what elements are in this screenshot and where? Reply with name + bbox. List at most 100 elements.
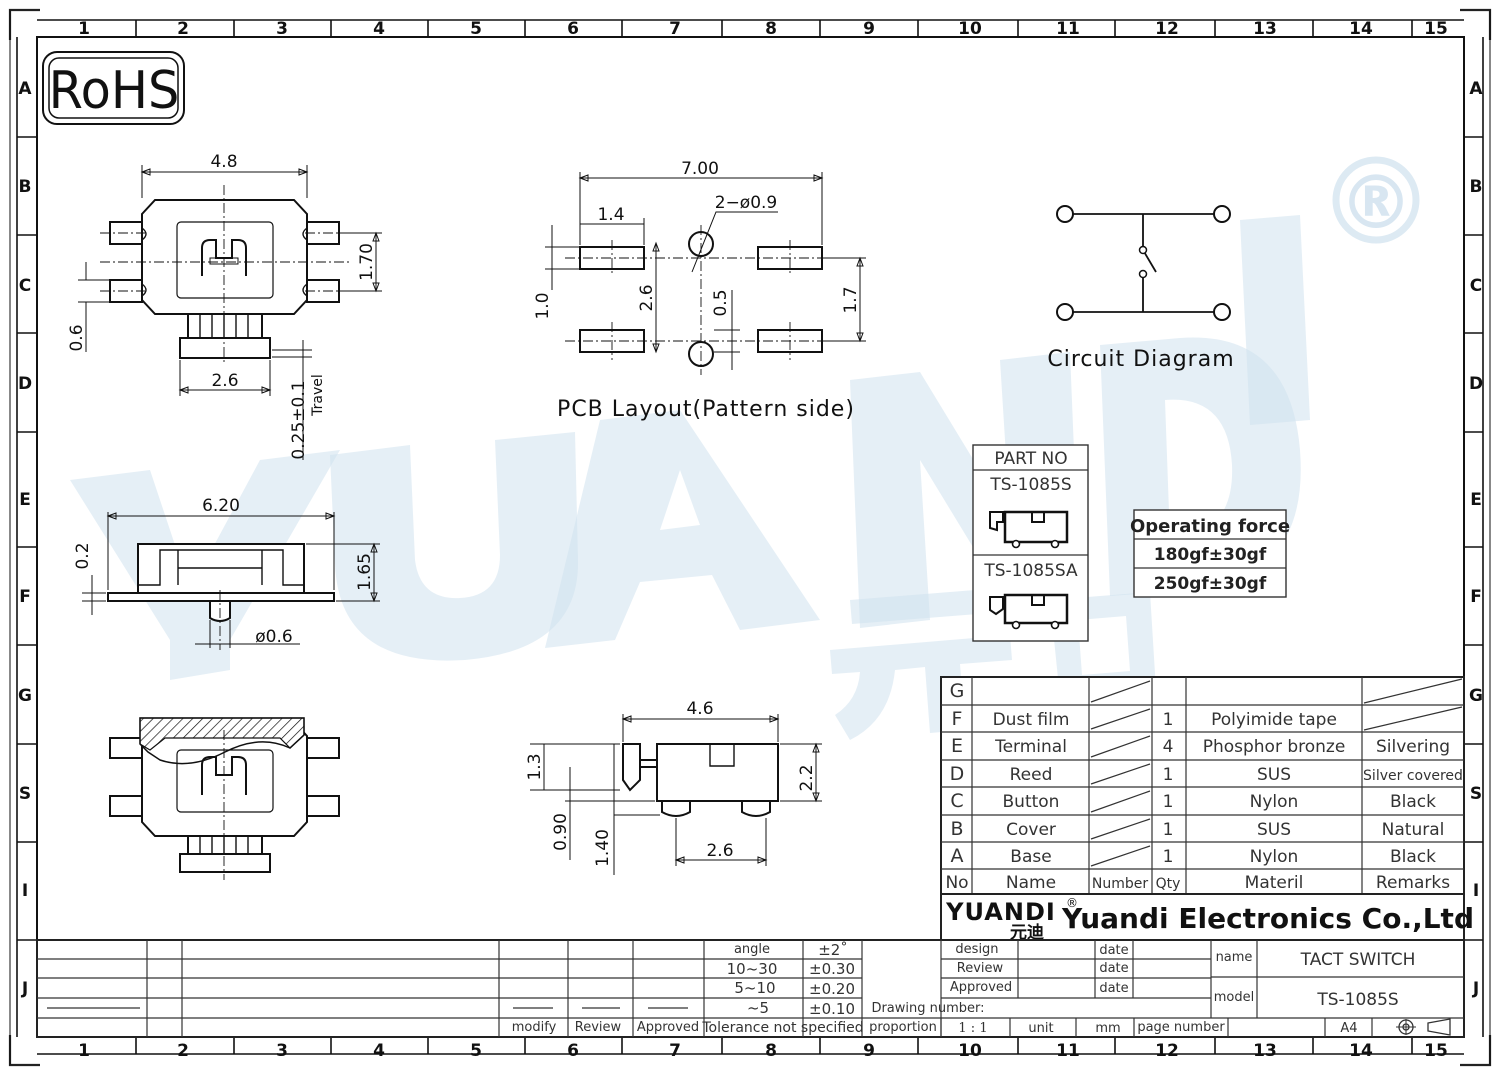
dim-end-width: 4.6 — [686, 699, 713, 719]
dim-side-peg: ø0.6 — [255, 627, 292, 647]
company-logo: YUANDI — [945, 898, 1056, 926]
dim-pcb-holes: 2−ø0.9 — [715, 193, 778, 213]
dim-pcb-hole-off: 0.5 — [711, 289, 731, 316]
bom-h-name: Name — [1006, 873, 1056, 893]
rohs-mark: RoHS — [42, 51, 185, 125]
dim-end-a: 0.90 — [551, 813, 571, 851]
dim-side-height: 1.65 — [355, 553, 375, 591]
title-block: angle ±2˚ 10~30 ±0.30 5~10 ±0.20 ~5 ±0.1… — [36, 939, 1465, 1038]
part-2-symbol — [989, 593, 1069, 630]
bom-no: D — [950, 763, 965, 785]
bom-remark: Silver covered — [1363, 768, 1463, 784]
grid-row-right-D: D — [1469, 374, 1483, 394]
dim-side-base: 0.2 — [73, 542, 93, 569]
dim-end-b: 1.40 — [593, 829, 613, 867]
grid-col-bottom-11: 11 — [1056, 1041, 1080, 1061]
force-value-1: 180gf±30gf — [1154, 545, 1267, 565]
grid-col-bottom-15: 15 — [1424, 1041, 1448, 1061]
tb-tol-1: ±0.30 — [809, 960, 855, 978]
bom-material: Nylon — [1250, 792, 1299, 812]
bom-no: E — [951, 735, 963, 757]
grid-col-bottom-4: 4 — [373, 1041, 385, 1061]
grid-row-left-E: E — [19, 490, 31, 510]
bom-no: F — [952, 708, 963, 730]
grid-col-top-15: 15 — [1424, 19, 1448, 39]
grid-col-top-4: 4 — [373, 19, 385, 39]
tb-unit: unit — [1028, 1021, 1053, 1036]
tb-range-3: ~5 — [747, 999, 769, 1017]
grid-row-left-A: A — [18, 79, 32, 99]
bom-material: SUS — [1257, 820, 1291, 840]
bom-h-number: Number — [1092, 876, 1148, 892]
bom-qty: 1 — [1163, 792, 1174, 812]
watermark-registered: ® — [1339, 160, 1413, 246]
bom-name: Terminal — [994, 737, 1067, 757]
company-name: Yuandi Electronics Co.,Ltd — [1061, 902, 1474, 935]
dim-side-width: 6.20 — [202, 496, 240, 516]
grid-col-bottom-13: 13 — [1253, 1041, 1277, 1061]
grid-col-top-9: 9 — [863, 19, 875, 39]
tb-tol-3: ±0.10 — [809, 1000, 855, 1018]
tb-size: A4 — [1340, 1021, 1357, 1036]
dim-end-h1: 1.3 — [525, 753, 545, 780]
grid-col-top-8: 8 — [765, 19, 777, 39]
force-header: Operating force — [1130, 516, 1290, 537]
bom-h-no: No — [945, 873, 968, 893]
grid-row-right-F: F — [1470, 587, 1482, 607]
grid-col-bottom-10: 10 — [958, 1041, 982, 1061]
dim-end-pitch: 2.6 — [706, 841, 733, 861]
bom-no: A — [951, 845, 964, 867]
side-view: 6.20 0.2 1.65 ø0.6 — [73, 496, 380, 650]
top-view: 4.8 1.70 0.6 2.6 0.25±0.1 Travel — [67, 152, 382, 460]
pcb-layout: 7.00 1.4 2−ø0.9 1.0 2.6 0.5 1.7 PCB Layo… — [533, 159, 866, 422]
bom-qty: 1 — [1163, 847, 1174, 867]
bom-name: Cover — [1006, 820, 1056, 840]
grid-col-bottom-12: 12 — [1155, 1041, 1179, 1061]
tb-name-label: name — [1216, 950, 1253, 965]
bom-material: Nylon — [1250, 847, 1299, 867]
bom-h-remarks: Remarks — [1376, 873, 1450, 893]
projection-symbol-icon — [1396, 1018, 1451, 1036]
operating-force-box: Operating force 180gf±30gf 250gf±30gf — [1130, 509, 1290, 598]
pcb-caption: PCB Layout(Pattern side) — [557, 397, 855, 422]
bom-h-qty: Qty — [1156, 876, 1181, 892]
grid-col-bottom-5: 5 — [470, 1041, 482, 1061]
grid-row-left-C: C — [19, 276, 31, 296]
bom-no: C — [950, 790, 963, 812]
bom-material: Polyimide tape — [1211, 710, 1337, 730]
tb-page-number: page number — [1137, 1020, 1225, 1035]
dim-travel-label: Travel — [310, 374, 326, 417]
grid-col-top-11: 11 — [1056, 19, 1080, 39]
bom-no: G — [950, 680, 965, 702]
tb-scale: 1 : 1 — [958, 1021, 987, 1036]
grid-col-bottom-2: 2 — [177, 1041, 189, 1061]
tb-date-3: date — [1099, 981, 1128, 996]
grid-labels: 1122334455667788991010111112121313141415… — [18, 19, 1483, 1061]
grid-row-right-A: A — [1469, 79, 1483, 99]
tb-drawing-number: Drawing number: — [871, 1001, 984, 1016]
grid-col-top-12: 12 — [1155, 19, 1179, 39]
grid-row-right-B: B — [1470, 177, 1483, 197]
bom-no: B — [950, 818, 963, 840]
grid-row-left-F: F — [19, 587, 31, 607]
force-value-2: 250gf±30gf — [1154, 574, 1267, 594]
bom-name: Reed — [1010, 765, 1053, 785]
grid-col-bottom-7: 7 — [669, 1041, 681, 1061]
tb-approved2: Approved — [950, 980, 1012, 995]
tb-angle-tol: ±2˚ — [818, 941, 848, 959]
bom-material: SUS — [1257, 765, 1291, 785]
grid-col-bottom-9: 9 — [863, 1041, 875, 1061]
company-logo-registered: ® — [1066, 896, 1078, 910]
end-view: 4.6 1.3 2.2 0.90 1.40 2.6 — [525, 699, 822, 875]
bom-qty: 1 — [1163, 820, 1174, 840]
grid-row-left-D: D — [18, 374, 32, 394]
dim-top-height: 1.70 — [357, 243, 377, 281]
bom-remark: Black — [1390, 792, 1436, 812]
part-header: PART NO — [994, 449, 1067, 469]
part-number-box: PART NO TS-1085S TS-1085SA — [972, 444, 1089, 642]
dim-pcb-pitch: 2.6 — [637, 284, 657, 311]
